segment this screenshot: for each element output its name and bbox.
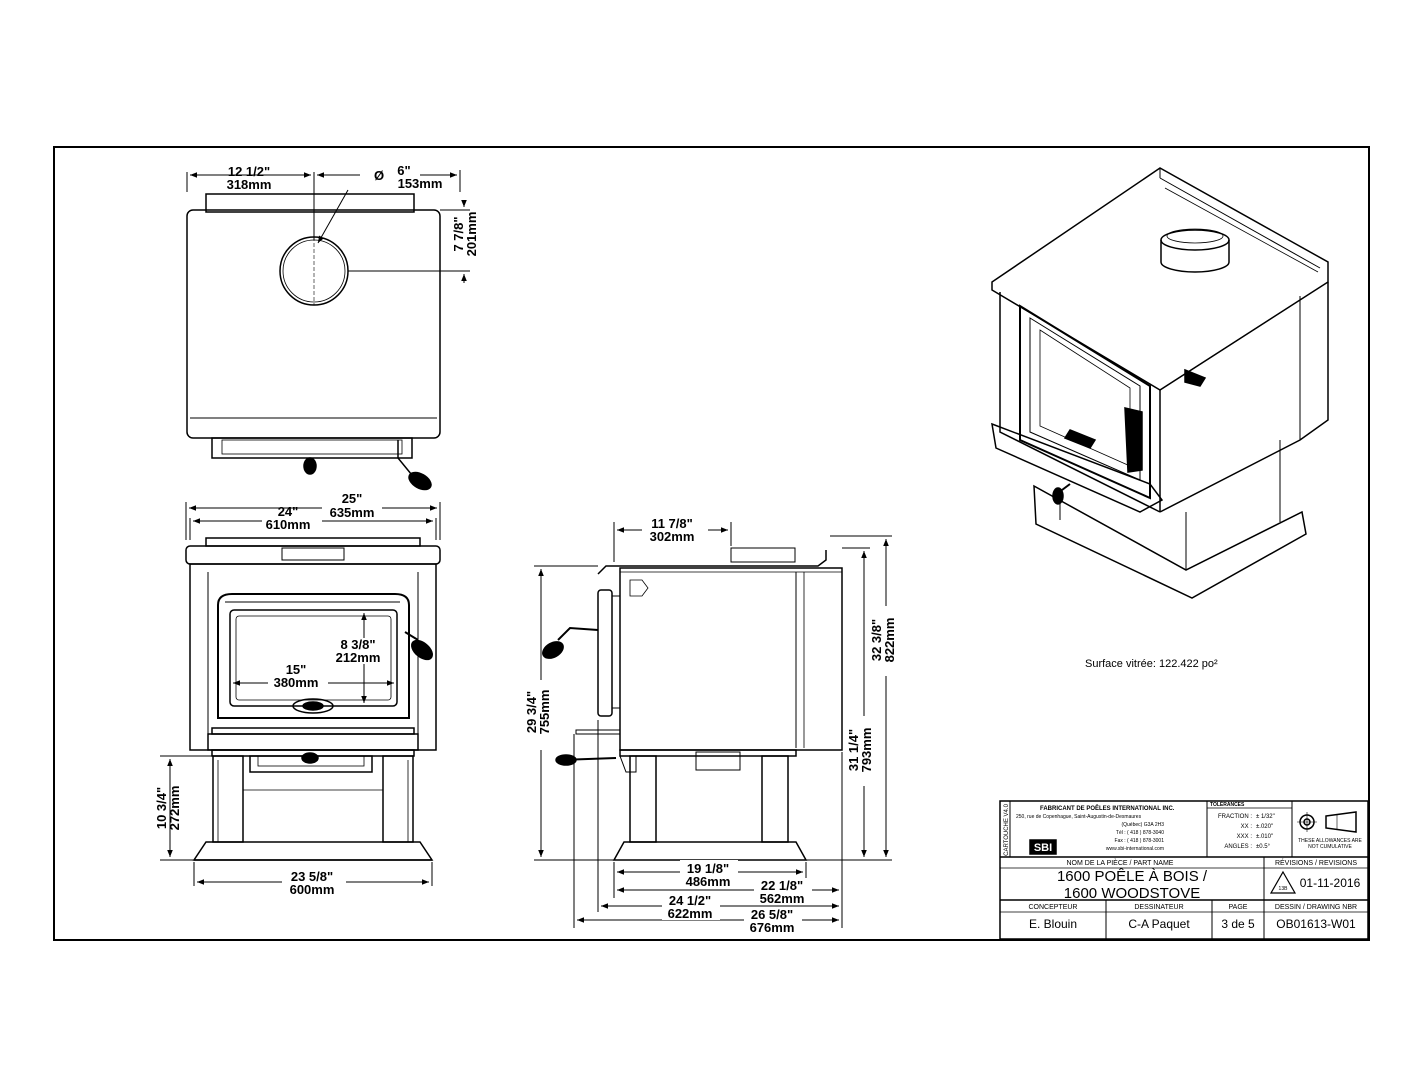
dessinateur-name: C-A Paquet	[1128, 917, 1190, 931]
flue-offset-mm: 302mm	[650, 529, 695, 544]
overall-depth-mm: 676mm	[750, 920, 795, 935]
title-block	[999, 800, 1369, 940]
front-view	[160, 502, 441, 886]
glass-surface-note: Surface vitrée: 122.422 po²	[1085, 658, 1218, 670]
door-handle-icon	[411, 639, 433, 661]
door-depth-mm: 622mm	[668, 906, 713, 921]
side-door-handle-icon	[542, 641, 564, 659]
body-depth-mm: 562mm	[760, 891, 805, 906]
front-body-in: 24"	[278, 504, 299, 519]
concepteur-header: CONCEPTEUR	[1028, 904, 1077, 911]
company-web: www.sbi-international.com	[1106, 846, 1164, 852]
glass-width-mm: 380mm	[274, 675, 319, 690]
page-header: PAGE	[1229, 904, 1248, 911]
front-outer-in: 25"	[342, 491, 363, 506]
label-bg	[744, 908, 802, 934]
part-name-header: NOM DE LA PIÈCE / PART NAME	[1067, 858, 1174, 867]
label-bg	[282, 870, 346, 896]
label-bg	[268, 663, 328, 689]
door-depth-in: 24 1/2"	[669, 893, 711, 908]
door-frame	[217, 593, 410, 719]
glass-width-in: 15"	[286, 662, 307, 677]
top-depth-in: 7 7/8"	[451, 216, 466, 251]
glass-height-in: 8 3/8"	[340, 637, 375, 652]
label-bg	[322, 492, 382, 520]
base-width-in: 23 5/8"	[291, 869, 333, 884]
body-depth-in: 22 1/8"	[761, 878, 803, 893]
sheet-border	[53, 146, 1370, 941]
top-height-mm: 793mm	[859, 728, 874, 773]
top-width-mm: 318mm	[227, 177, 272, 192]
label-bg	[680, 860, 738, 888]
pedestal-height-in: 10 3/4"	[154, 787, 169, 829]
glass-height-mm: 212mm	[336, 650, 381, 665]
door-height-in: 29 3/4"	[524, 691, 539, 733]
part-name-line-1: 1600 POÊLE À BOIS /	[1057, 868, 1208, 885]
tol-label-1: XX :	[1241, 824, 1253, 830]
pedestal-height-mm: 272mm	[167, 786, 182, 831]
tol-value-2: ±.010"	[1256, 834, 1273, 840]
revision-date: 01-11-2016	[1300, 876, 1361, 890]
tolerance-header: TOLÉRANCES	[1210, 800, 1245, 808]
flue-diameter-in: 6"	[397, 163, 410, 178]
top-depth-mm: 201mm	[464, 212, 479, 257]
flue-diameter-mm: 153mm	[398, 176, 443, 191]
top-view	[186, 170, 470, 491]
tol-value-0: ± 1/32"	[1256, 814, 1275, 820]
label-bg	[872, 606, 898, 676]
allowance-note: THESE ALLOWANCES ARE NOT CUMULATIVE	[1298, 838, 1362, 850]
label-bg	[850, 716, 876, 786]
tol-value-3: ±0.5°	[1256, 844, 1271, 850]
label-bg	[527, 680, 553, 750]
air-control-handle-icon	[555, 754, 577, 766]
label-bg	[642, 516, 708, 544]
tol-label-3: ANGLES :	[1224, 844, 1252, 850]
company-address-2: (Québec) G3A 2H3	[1121, 822, 1164, 828]
overall-depth-in: 26 5/8"	[751, 907, 793, 922]
top-height-in: 31 1/4"	[846, 729, 861, 771]
diameter-symbol: Ø	[374, 168, 384, 183]
flue-offset-in: 11 7/8"	[651, 516, 693, 531]
front-outer-mm: 635mm	[330, 505, 375, 520]
base-depth-in: 19 1/8"	[687, 861, 729, 876]
top-width-in: 12 1/2"	[228, 164, 270, 179]
isometric-view	[991, 167, 1329, 599]
label-bg	[754, 878, 812, 904]
total-height-in: 32 3/8"	[869, 619, 884, 661]
damper-handle-icon	[408, 471, 432, 491]
cartouche-label: CARTOUCHE V4.0	[1004, 803, 1010, 855]
tol-label-2: XXX :	[1237, 834, 1253, 840]
revisions-header: RÉVISIONS / REVISIONS	[1275, 858, 1357, 867]
tol-value-1: ±.020"	[1256, 824, 1273, 830]
company-fax: Fax : ( 418 ) 878-3001	[1115, 838, 1165, 844]
label-bg	[334, 638, 386, 664]
allowance-note-box: THESE ALLOWANCES ARE NOT CUMULATIVE	[1298, 838, 1362, 850]
company-tel: Tél : ( 418 ) 878-3040	[1116, 830, 1164, 836]
drawing-number: OB01613-W01	[1276, 917, 1356, 931]
drawing-number-header: DESSIN / DRAWING NBR	[1275, 904, 1357, 911]
page-number: 3 de 5	[1221, 917, 1255, 931]
concepteur-name: E. Blouin	[1029, 917, 1077, 931]
revision-triangle-icon	[1269, 870, 1297, 894]
sbi-logo: SBI	[1034, 842, 1052, 854]
company-address-1: 250, rue de Copenhague, Saint-Augustin-d…	[1016, 814, 1142, 820]
revision-number: 13B	[1279, 886, 1289, 892]
part-name-line-2: 1600 WOODSTOVE	[1064, 885, 1200, 902]
front-body-mm: 610mm	[266, 517, 311, 532]
base-width-mm: 600mm	[290, 882, 335, 897]
tol-label-0: FRACTION :	[1218, 814, 1252, 820]
total-height-mm: 822mm	[882, 618, 897, 663]
company-name: FABRICANT DE POÊLES INTERNATIONAL INC.	[1040, 804, 1175, 812]
label-bg	[662, 894, 720, 920]
base-depth-mm: 486mm	[686, 874, 731, 889]
dessinateur-header: DESSINATEUR	[1134, 904, 1183, 911]
door-height-mm: 755mm	[537, 690, 552, 735]
label-bg	[262, 510, 322, 534]
